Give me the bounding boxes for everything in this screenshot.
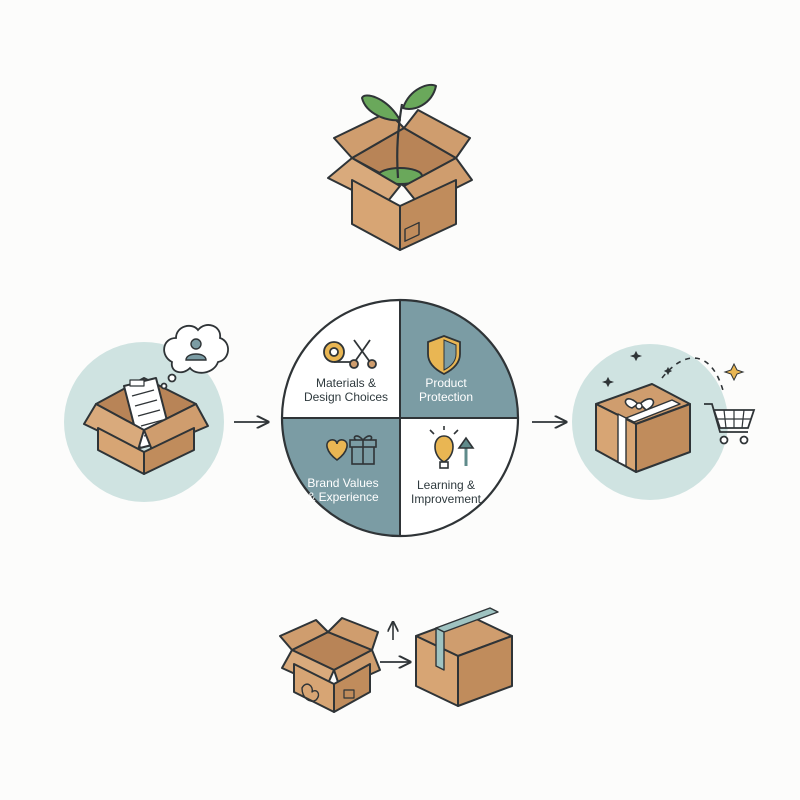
gift-icon — [349, 435, 377, 465]
quadrant-protection-label: Product Protection — [386, 376, 506, 404]
quadrant-learning — [400, 418, 518, 536]
dashed-path — [661, 357, 725, 395]
lightbulb-icon — [429, 426, 459, 469]
quadrant-learning-label: Learning & Improvement — [386, 478, 506, 506]
gift-box-icon — [595, 383, 691, 473]
scissors-icon — [349, 339, 377, 369]
box-with-document-icon — [83, 377, 209, 475]
quadrant-protection-line1: Product — [425, 376, 467, 390]
quadrant-materials-label: Materials & Design Choices — [286, 376, 406, 404]
quadrant-materials-line1: Materials & — [315, 376, 377, 390]
up-arrow-icon — [457, 436, 475, 466]
quadrant-protection-line2: Protection — [418, 390, 474, 404]
quadrant-materials-line2: Design Choices — [303, 390, 389, 404]
quadrant-brand-line2: & Experience — [307, 490, 379, 504]
quadrant-learning-line2: Improvement — [410, 492, 482, 506]
open-box-icon — [279, 617, 381, 713]
quadrant-brand-line1: Brand Values — [307, 476, 379, 490]
sealed-box-icon — [415, 607, 513, 707]
tape-icon — [323, 341, 352, 363]
quadrant-learning-line1: Learning & — [416, 478, 476, 492]
quadrant-brand-label: Brand Values & Experience — [283, 476, 403, 504]
shield-icon — [427, 335, 461, 376]
shopping-cart-icon — [704, 403, 756, 445]
heart-icon — [326, 439, 348, 461]
sprouting-box-icon — [327, 83, 473, 251]
customer-thought-icon — [160, 324, 229, 390]
